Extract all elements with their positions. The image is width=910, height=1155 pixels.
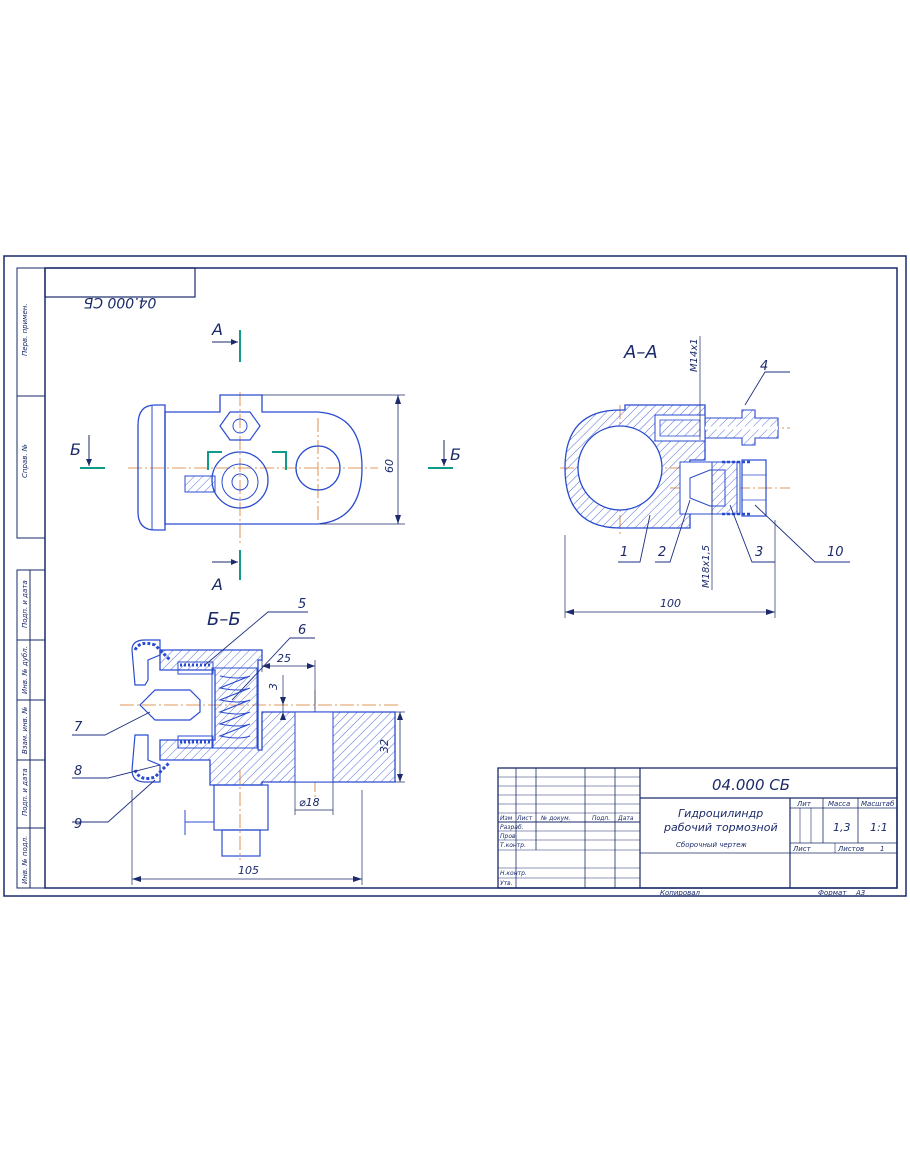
section-b-label-left: Б	[70, 440, 81, 459]
callout-4: 4	[760, 359, 768, 374]
section-a-label-top: А	[211, 320, 223, 339]
title-block	[497, 767, 898, 889]
format-label: Формат	[818, 889, 847, 897]
callout-9: 9	[74, 817, 82, 832]
dimension-100: 100	[660, 597, 681, 610]
callout-3: 3	[755, 545, 763, 560]
role-norm-control: Н.контр.	[500, 870, 527, 877]
strip-label-7: Инв. № подл.	[21, 836, 29, 884]
title-col-scale: Масштаб	[861, 800, 895, 808]
callout-10: 10	[827, 545, 844, 560]
title-doc-code: 04.000 СБ	[712, 776, 790, 794]
left-strip: Перв. примен. Справ. № Подп. и дата Инв.…	[16, 267, 46, 889]
callout-5: 5	[298, 597, 306, 612]
section-aa-view	[560, 336, 850, 618]
role-developer: Разраб.	[500, 824, 524, 831]
dimension-60: 60	[383, 459, 396, 473]
callout-1: 1	[620, 545, 628, 560]
role-tech-control: Т.контр.	[500, 842, 526, 849]
strip-label-6: Подп. и дата	[21, 768, 29, 816]
dimension-32: 32	[378, 739, 391, 753]
section-bb-title: Б–Б	[207, 609, 241, 630]
title-sheets-label: Листов	[837, 845, 864, 853]
dimension-diameter-18: ⌀18	[299, 796, 320, 809]
role-checker: Пров.	[500, 833, 518, 840]
title-col-mass: Масса	[828, 800, 850, 808]
callout-6: 6	[298, 623, 306, 638]
dimension-m18: М18x1,5	[701, 545, 712, 588]
callout-8: 8	[74, 764, 82, 779]
header-col-date: Дата	[617, 815, 634, 822]
callout-2: 2	[658, 545, 666, 560]
title-scale-value: 1:1	[870, 821, 888, 834]
header-col-docnum: № докум.	[540, 815, 571, 822]
role-approved: Утв.	[500, 880, 513, 887]
dimension-105: 105	[238, 864, 259, 877]
strip-label-2: Справ. №	[21, 444, 29, 478]
title-col-lit: Лит	[796, 800, 812, 808]
copied-label: Копировал	[660, 889, 701, 897]
header-col-sign: Подп.	[592, 815, 610, 822]
section-aa-title: А–А	[623, 342, 658, 363]
dimension-3: 3	[267, 683, 280, 690]
section-bb-view	[72, 611, 405, 885]
title-name-line1: Гидроцилиндр	[678, 807, 763, 820]
sheet-outer-border	[3, 255, 907, 897]
strip-label-4: Инв. № дубл.	[21, 646, 29, 694]
strip-label-1: Перв. примен.	[21, 303, 29, 356]
section-a-label-bottom: А	[211, 575, 223, 594]
dimension-25: 25	[277, 652, 291, 665]
mirrored-doc-code: 04.000 СБ	[84, 294, 157, 310]
header-col-list: Лист	[516, 815, 533, 822]
front-view	[80, 330, 453, 580]
format-value: А3	[855, 889, 865, 897]
dimension-m14: М14x1	[689, 338, 700, 372]
section-b-label-right: Б	[450, 445, 461, 464]
title-sheets-value: 1	[880, 845, 884, 853]
title-mass-value: 1,3	[833, 821, 851, 834]
title-doc-type: Сборочный чертеж	[676, 841, 747, 849]
callout-7: 7	[74, 720, 83, 735]
title-sheet-label: Лист	[792, 845, 812, 853]
strip-label-3: Подп. и дата	[21, 580, 29, 628]
title-name-line2: рабочий тормозной	[663, 821, 778, 834]
header-col-izm: Изм	[500, 815, 513, 822]
mirrored-code-box	[44, 267, 196, 298]
sheet-inner-frame	[44, 267, 898, 889]
strip-label-5: Взам. инв. №	[21, 706, 29, 754]
